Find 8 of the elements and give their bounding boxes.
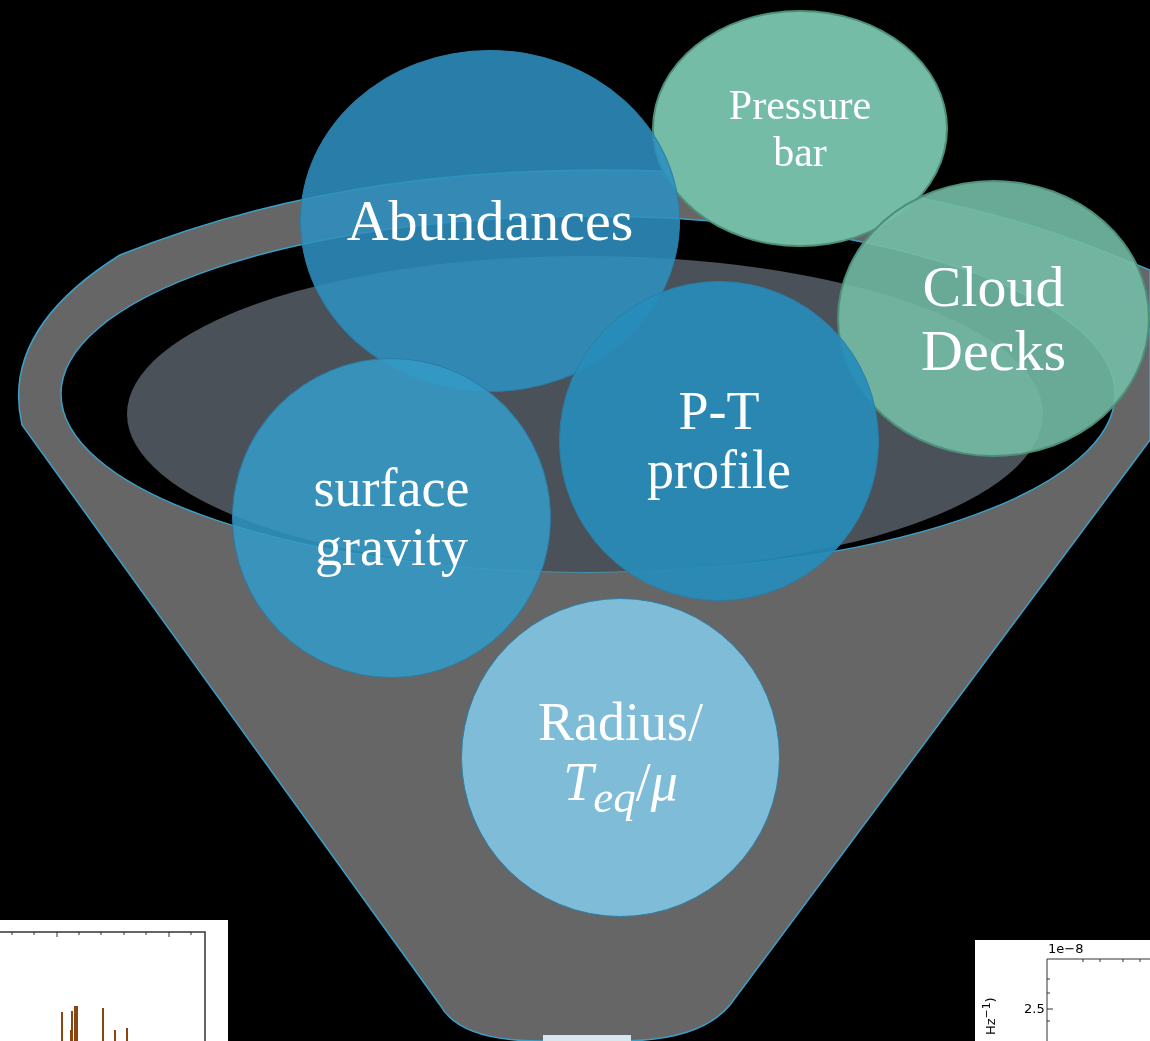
parameter-label: Cloud Decks (920, 254, 1067, 383)
parameter-label: Pressure bar (727, 82, 873, 175)
parameter-label: P-T profile (646, 381, 792, 501)
parameter-label: Radius/ T$_{eq}$/μ (537, 693, 704, 822)
parameter-label: surface gravity (312, 458, 471, 578)
axis-text: 2.5 (1024, 1001, 1045, 1016)
axis-text: 1e−8 (1048, 941, 1084, 956)
parameter-label: Abundances (346, 189, 634, 253)
